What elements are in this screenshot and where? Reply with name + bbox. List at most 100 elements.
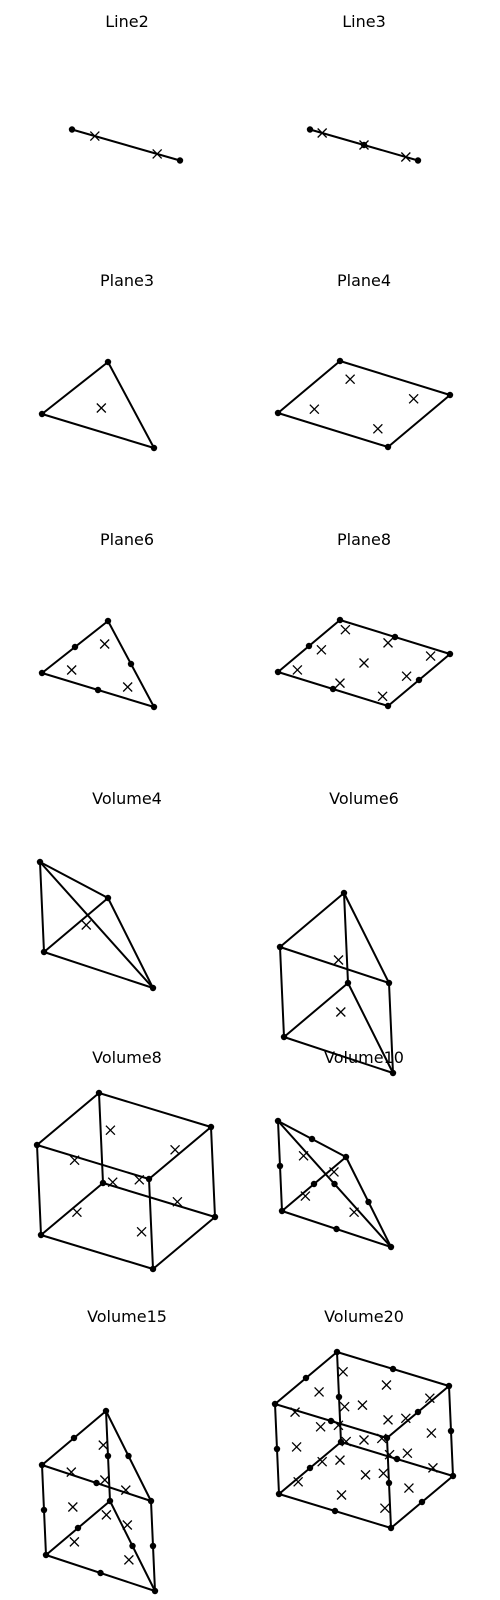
node-dot-2	[446, 391, 454, 399]
gauss-point-14	[402, 1448, 413, 1459]
node-dot-15	[302, 1374, 310, 1382]
node-dot-5	[383, 1434, 391, 1442]
edge-line-5	[39, 861, 109, 899]
node-dot-9	[93, 1479, 100, 1487]
gauss-point-0	[335, 1007, 346, 1017]
gauss-point-1	[333, 955, 344, 965]
node-dot-1	[149, 1265, 157, 1273]
edge-line-6	[279, 946, 285, 1038]
node-dot-1	[384, 702, 392, 710]
node-dot-3	[274, 1117, 282, 1125]
node-dot-10	[125, 1452, 132, 1460]
edge-line-11	[98, 1092, 104, 1184]
edge-line-0	[71, 128, 181, 162]
node-dot-17	[385, 1479, 393, 1487]
panel-title-plane6: Plane6	[99, 530, 155, 549]
node-dot-0	[68, 126, 76, 133]
node-dot-1	[176, 157, 184, 164]
node-dot-2	[344, 979, 352, 987]
node-dot-14	[389, 1365, 397, 1373]
gauss-point-2	[408, 393, 419, 404]
node-dot-2	[211, 1213, 219, 1221]
edge-line-2	[41, 361, 109, 415]
node-dot-0	[37, 1231, 45, 1239]
gauss-point-2	[329, 1166, 339, 1177]
node-dot-5	[71, 643, 79, 651]
edge-line-5	[148, 1126, 212, 1180]
gauss-point-9	[291, 1442, 302, 1452]
node-dot-2	[104, 617, 112, 625]
node-dot-10	[393, 1455, 401, 1463]
node-dot-3	[94, 686, 102, 694]
gauss-point-1	[152, 148, 163, 159]
edge-line-1	[107, 361, 155, 449]
edge-line-1	[152, 1216, 216, 1270]
gauss-point-0	[293, 1476, 304, 1487]
gauss-point-0	[66, 665, 77, 675]
gauss-point-2	[172, 1196, 183, 1207]
edge-line-0	[277, 412, 389, 448]
edge-line-1	[107, 897, 154, 989]
gauss-point-7	[105, 1125, 116, 1136]
gauss-point-21	[314, 1387, 325, 1397]
panel-title-volume8: Volume8	[92, 1048, 162, 1067]
panel-title-volume20: Volume20	[324, 1307, 404, 1326]
edge-line-8	[343, 892, 349, 984]
node-dot-6	[445, 1382, 453, 1390]
gauss-point-8	[98, 1440, 109, 1451]
gauss-point-1	[123, 1554, 134, 1565]
gauss-point-3	[316, 644, 327, 655]
edge-line-0	[41, 413, 155, 449]
node-dot-1	[387, 1243, 395, 1251]
edge-line-3	[277, 360, 341, 414]
panel-title-volume6: Volume6	[329, 789, 399, 808]
node-dot-5	[340, 889, 348, 897]
node-dot-2	[104, 894, 112, 902]
panel-volume20	[271, 1348, 457, 1532]
panel-volume10	[274, 1117, 395, 1251]
edge-line-3	[39, 861, 45, 953]
node-dot-16	[273, 1445, 281, 1453]
node-dot-4	[127, 660, 135, 668]
gauss-point-18	[290, 1407, 301, 1418]
node-dot-19	[335, 1393, 343, 1401]
gauss-point-5	[134, 1174, 145, 1185]
node-dot-2	[446, 650, 454, 658]
node-dot-3	[336, 616, 344, 624]
node-dot-0	[278, 1207, 286, 1215]
node-dot-6	[207, 1123, 215, 1131]
node-dot-11	[306, 1464, 314, 1472]
node-dot-4	[329, 685, 337, 693]
node-dot-1	[387, 1524, 395, 1532]
gauss-point-8	[425, 651, 436, 661]
node-dot-2	[342, 1153, 350, 1161]
gauss-point-20	[376, 1433, 387, 1444]
gauss-point-26	[424, 1393, 435, 1404]
node-dot-2	[414, 157, 422, 164]
node-dot-2	[104, 358, 112, 366]
gauss-point-4	[122, 1520, 133, 1530]
gauss-point-0	[300, 1191, 311, 1202]
node-dot-9	[418, 1498, 426, 1506]
node-dot-4	[333, 1225, 340, 1233]
gauss-point-1	[122, 682, 133, 692]
edge-line-2	[339, 360, 451, 396]
node-dot-1	[150, 703, 158, 711]
edge-line-2	[283, 982, 349, 1038]
edge-line-1	[363, 144, 419, 162]
panel-plane4	[274, 357, 454, 451]
panel-plane8	[274, 616, 454, 710]
node-dot-0	[306, 126, 314, 133]
panel-title-volume4: Volume4	[92, 789, 162, 808]
gauss-point-7	[120, 1485, 131, 1496]
gauss-point-0	[69, 1536, 80, 1547]
edge-line-7	[388, 982, 394, 1074]
gauss-point-12	[315, 1421, 326, 1432]
node-dot-6	[310, 1180, 318, 1188]
node-dot-1	[384, 443, 392, 451]
gauss-point-7	[384, 1449, 395, 1460]
panel-title-plane8: Plane8	[336, 530, 392, 549]
edge-line-8	[36, 1144, 42, 1236]
panel-title-line2: Line2	[105, 12, 149, 31]
